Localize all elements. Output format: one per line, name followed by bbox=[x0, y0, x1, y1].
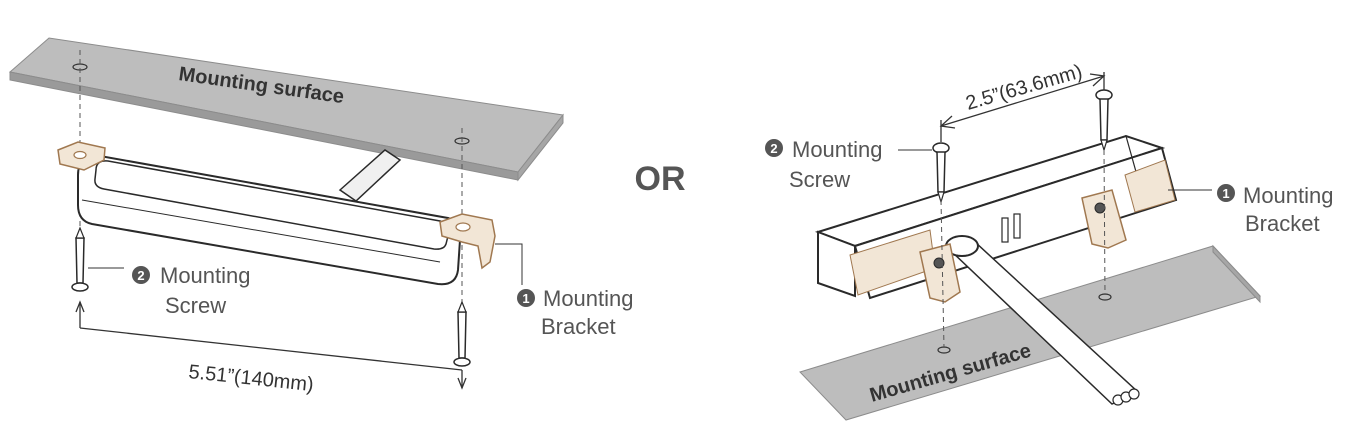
left-screw-label: 2 Mounting Screw bbox=[132, 263, 251, 318]
left-bracket-label-number: 1 bbox=[522, 291, 529, 306]
right-bracket-2 bbox=[1081, 189, 1127, 249]
left-bracket-1 bbox=[57, 141, 106, 171]
left-bracket-2 bbox=[439, 213, 496, 270]
left-screw-label-number: 2 bbox=[137, 268, 144, 283]
left-screw-label-line1: Mounting bbox=[160, 263, 251, 288]
left-screw-2 bbox=[453, 300, 471, 367]
right-bracket-label: 1 Mounting Bracket bbox=[1217, 183, 1334, 236]
right-screw-2 bbox=[1095, 89, 1113, 153]
right-bracket-1 bbox=[919, 243, 961, 303]
right-screw-1 bbox=[932, 142, 950, 205]
right-cable bbox=[945, 235, 1140, 406]
left-bracket-label-line1: Mounting bbox=[543, 286, 634, 311]
right-bracket-label-line1: Mounting bbox=[1243, 183, 1334, 208]
or-separator: OR bbox=[635, 160, 686, 198]
right-screw-label-number: 2 bbox=[770, 141, 777, 156]
right-screw-label-line2: Screw bbox=[789, 167, 850, 192]
right-screw-label-line1: Mounting bbox=[792, 137, 883, 162]
left-diagram: Mounting surface bbox=[8, 37, 634, 396]
right-screw-label: 2 Mounting Screw bbox=[765, 137, 883, 192]
left-mounting-surface: Mounting surface bbox=[8, 37, 564, 182]
left-bracket-label-line2: Bracket bbox=[541, 314, 616, 339]
right-bracket-label-line2: Bracket bbox=[1245, 211, 1320, 236]
left-bracket-label: 1 Mounting Bracket bbox=[517, 286, 634, 339]
left-light-bar bbox=[77, 154, 462, 286]
left-screw-label-line2: Screw bbox=[165, 293, 226, 318]
left-dimension-label: 5.51”(140mm) bbox=[187, 361, 314, 396]
left-arm bbox=[338, 149, 402, 202]
left-dimension: 5.51”(140mm) bbox=[75, 300, 467, 396]
left-screw-1 bbox=[71, 226, 89, 292]
right-diagram: Mounting surface bbox=[765, 61, 1334, 421]
right-bracket-label-number: 1 bbox=[1222, 186, 1229, 201]
right-dimension: 2.5”(63.6mm) bbox=[939, 61, 1106, 142]
